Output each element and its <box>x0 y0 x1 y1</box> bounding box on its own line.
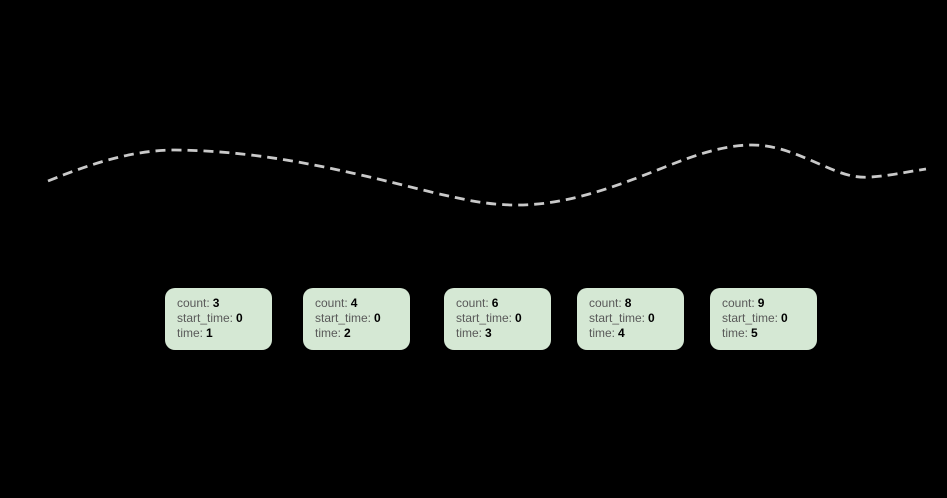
start-time-row: start_time:0 <box>589 311 680 326</box>
start-time-label: start_time: <box>456 311 513 325</box>
time-value: 2 <box>344 326 351 340</box>
count-row: count:6 <box>456 296 547 311</box>
count-label: count: <box>589 296 622 310</box>
count-label: count: <box>722 296 755 310</box>
start-time-label: start_time: <box>589 311 646 325</box>
start-time-row: start_time:0 <box>177 311 268 326</box>
count-label: count: <box>456 296 489 310</box>
time-label: time: <box>315 326 342 340</box>
time-value: 5 <box>751 326 758 340</box>
count-value: 8 <box>624 296 632 310</box>
time-row: time:4 <box>589 326 680 341</box>
count-label: count: <box>315 296 348 310</box>
count-value: 6 <box>491 296 499 310</box>
time-label: time: <box>177 326 204 340</box>
start-time-label: start_time: <box>722 311 779 325</box>
dashed-trend-curve <box>47 143 927 207</box>
count-row: count:9 <box>722 296 813 311</box>
state-node-5: count:9 start_time:0 time:5 <box>710 288 817 350</box>
count-row: count:8 <box>589 296 680 311</box>
count-value: 4 <box>350 296 358 310</box>
state-node-4: count:8 start_time:0 time:4 <box>577 288 684 350</box>
start-time-label: start_time: <box>315 311 372 325</box>
time-row: time:2 <box>315 326 406 341</box>
time-label: time: <box>589 326 616 340</box>
count-row: count:4 <box>315 296 406 311</box>
time-row: time:1 <box>177 326 268 341</box>
start-time-row: start_time:0 <box>315 311 406 326</box>
count-value: 9 <box>757 296 765 310</box>
time-row: time:5 <box>722 326 813 341</box>
state-node-1: count:3 start_time:0 time:1 <box>165 288 272 350</box>
time-label: time: <box>456 326 483 340</box>
start-time-row: start_time:0 <box>722 311 813 326</box>
start-time-value: 0 <box>374 311 381 325</box>
count-row: count:3 <box>177 296 268 311</box>
time-value: 4 <box>618 326 625 340</box>
state-node-3: count:6 start_time:0 time:3 <box>444 288 551 350</box>
start-time-value: 0 <box>648 311 655 325</box>
state-node-2: count:4 start_time:0 time:2 <box>303 288 410 350</box>
time-label: time: <box>722 326 749 340</box>
count-value: 3 <box>212 296 220 310</box>
time-row: time:3 <box>456 326 547 341</box>
start-time-value: 0 <box>236 311 243 325</box>
start-time-label: start_time: <box>177 311 234 325</box>
count-label: count: <box>177 296 210 310</box>
time-value: 3 <box>485 326 492 340</box>
start-time-row: start_time:0 <box>456 311 547 326</box>
start-time-value: 0 <box>515 311 522 325</box>
start-time-value: 0 <box>781 311 788 325</box>
time-value: 1 <box>206 326 213 340</box>
